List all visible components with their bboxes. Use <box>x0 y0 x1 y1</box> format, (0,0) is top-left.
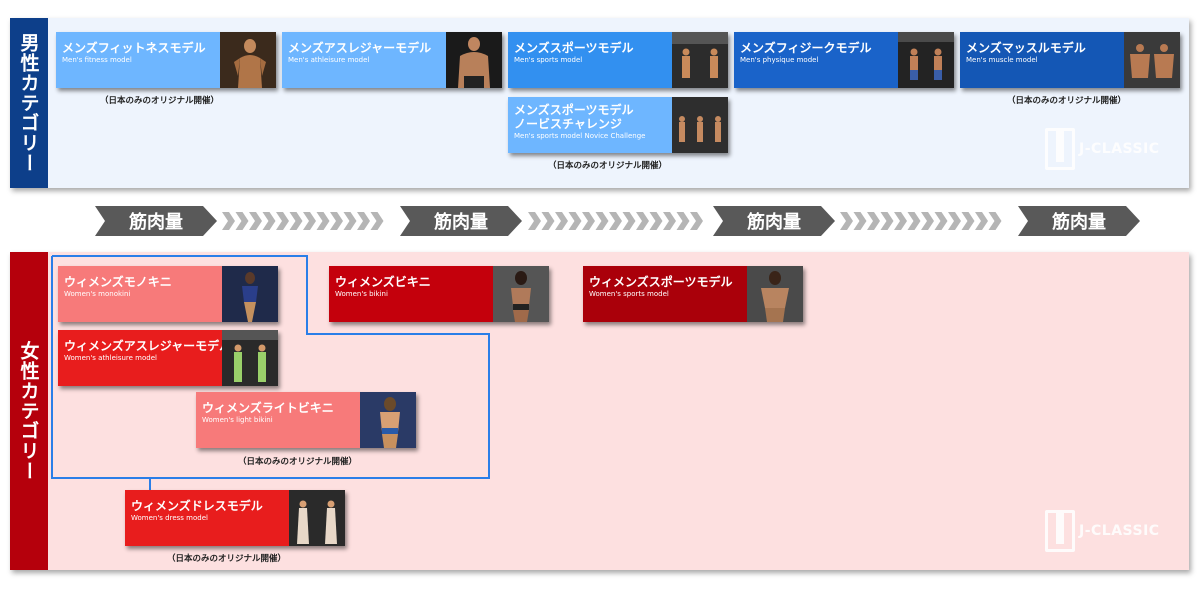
chevron-icon <box>595 212 609 230</box>
chevron-icon <box>249 212 262 230</box>
chevron-icon <box>649 212 663 230</box>
chevron-icon <box>867 212 880 230</box>
chevron-icon <box>330 212 343 230</box>
athlete-photo-icon <box>898 32 954 88</box>
card-womens-sports-model[interactable]: ウィメンズスポーツモデル Women's sports model <box>583 266 803 322</box>
chevron-icon <box>988 212 1002 230</box>
chevron-icon <box>636 212 649 230</box>
athlete-photo-icon <box>222 266 278 322</box>
card-womens-monokini[interactable]: ウィメンズモノキニ Women's monokini <box>58 266 278 322</box>
athlete-photo-icon <box>446 32 502 88</box>
athlete-photo-icon <box>220 32 276 88</box>
chevron-icon <box>370 212 384 230</box>
card-mens-fitness-model[interactable]: メンズフィットネスモデル Men's fitness model <box>56 32 276 88</box>
chevron-icon <box>853 212 867 230</box>
athlete-photo-icon <box>493 266 549 322</box>
original-event-note: （日本のみのオリジナル開催） <box>1007 96 1127 106</box>
muscle-mass-arrow-4: 筋肉量 <box>1018 206 1140 236</box>
card-mens-athleisure-model[interactable]: メンズアスレジャーモデル Men's athleisure model <box>282 32 502 88</box>
chevron-icon <box>880 212 894 230</box>
card-womens-dress-model[interactable]: ウィメンズドレスモデル Women's dress model <box>125 490 345 546</box>
card-womens-bikini[interactable]: ウィメンズビキニ Women's bikini <box>329 266 549 322</box>
chevron-icon <box>303 212 316 230</box>
chevron-icon <box>582 212 595 230</box>
card-mens-sports-model[interactable]: メンズスポーツモデル Men's sports model <box>508 32 728 88</box>
chevron-icon <box>357 212 370 230</box>
chevron-icon <box>948 212 961 230</box>
chevron-icon <box>907 212 921 230</box>
j-classic-mark-icon <box>1045 510 1075 552</box>
muscle-mass-arrow-3: 筋肉量 <box>713 206 835 236</box>
chevron-icon <box>934 212 948 230</box>
original-event-note: （日本のみのオリジナル開催） <box>238 457 358 467</box>
original-event-note: （日本のみのオリジナル開催） <box>100 96 220 106</box>
chevron-icon <box>840 212 853 230</box>
athlete-photo-icon <box>289 490 345 546</box>
chevron-icon <box>894 212 907 230</box>
athlete-photo-icon <box>360 392 416 448</box>
chevron-icon <box>555 212 568 230</box>
card-mens-physique-model[interactable]: メンズフィジークモデル Men's physique model <box>734 32 954 88</box>
chevron-icon <box>921 212 934 230</box>
chevron-icon <box>975 212 988 230</box>
card-mens-muscle-model[interactable]: メンズマッスルモデル Men's muscle model <box>960 32 1180 88</box>
chevron-icon <box>289 212 303 230</box>
original-event-note: （日本のみのオリジナル開催） <box>548 161 668 171</box>
muscle-mass-arrow-1: 筋肉量 <box>95 206 217 236</box>
muscle-mass-arrow-2: 筋肉量 <box>400 206 522 236</box>
chevron-icon <box>541 212 555 230</box>
chevron-icon <box>235 212 249 230</box>
j-classic-mark-icon <box>1045 128 1075 170</box>
chevron-icon <box>528 212 541 230</box>
original-event-note: （日本のみのオリジナル開催） <box>167 554 287 564</box>
chevron-icon <box>676 212 690 230</box>
chevron-icon <box>609 212 622 230</box>
athlete-photo-icon <box>672 97 728 153</box>
chevron-icon <box>316 212 330 230</box>
female-category-label: 女性カテゴリー <box>10 252 48 570</box>
athlete-photo-icon <box>747 266 803 322</box>
male-category-label: 男性カテゴリー <box>10 18 48 188</box>
chevron-icon <box>343 212 357 230</box>
chevron-icon <box>222 212 235 230</box>
j-classic-logo: J-CLASSIC <box>1045 510 1160 552</box>
chevron-icon <box>568 212 582 230</box>
chevron-icon <box>663 212 676 230</box>
j-classic-logo: J-CLASSIC <box>1045 128 1160 170</box>
chevron-icon <box>622 212 636 230</box>
chevron-icon <box>690 212 703 230</box>
card-womens-athleisure-model[interactable]: ウィメンズアスレジャーモデル Women's athleisure model <box>58 330 278 386</box>
chevron-icon <box>262 212 276 230</box>
chevron-arrows <box>222 212 1002 230</box>
athlete-photo-icon <box>222 330 278 386</box>
muscle-mass-scale: 筋肉量 筋肉量 筋肉量 筋肉量 <box>0 200 1200 240</box>
chevron-icon <box>276 212 289 230</box>
card-mens-sports-model-novice-challenge[interactable]: メンズスポーツモデル ノービスチャレンジ Men's sports model … <box>508 97 728 153</box>
card-womens-light-bikini[interactable]: ウィメンズライトビキニ Women's light bikini <box>196 392 416 448</box>
athlete-photo-icon <box>672 32 728 88</box>
chevron-icon <box>961 212 975 230</box>
athlete-photo-icon <box>1124 32 1180 88</box>
